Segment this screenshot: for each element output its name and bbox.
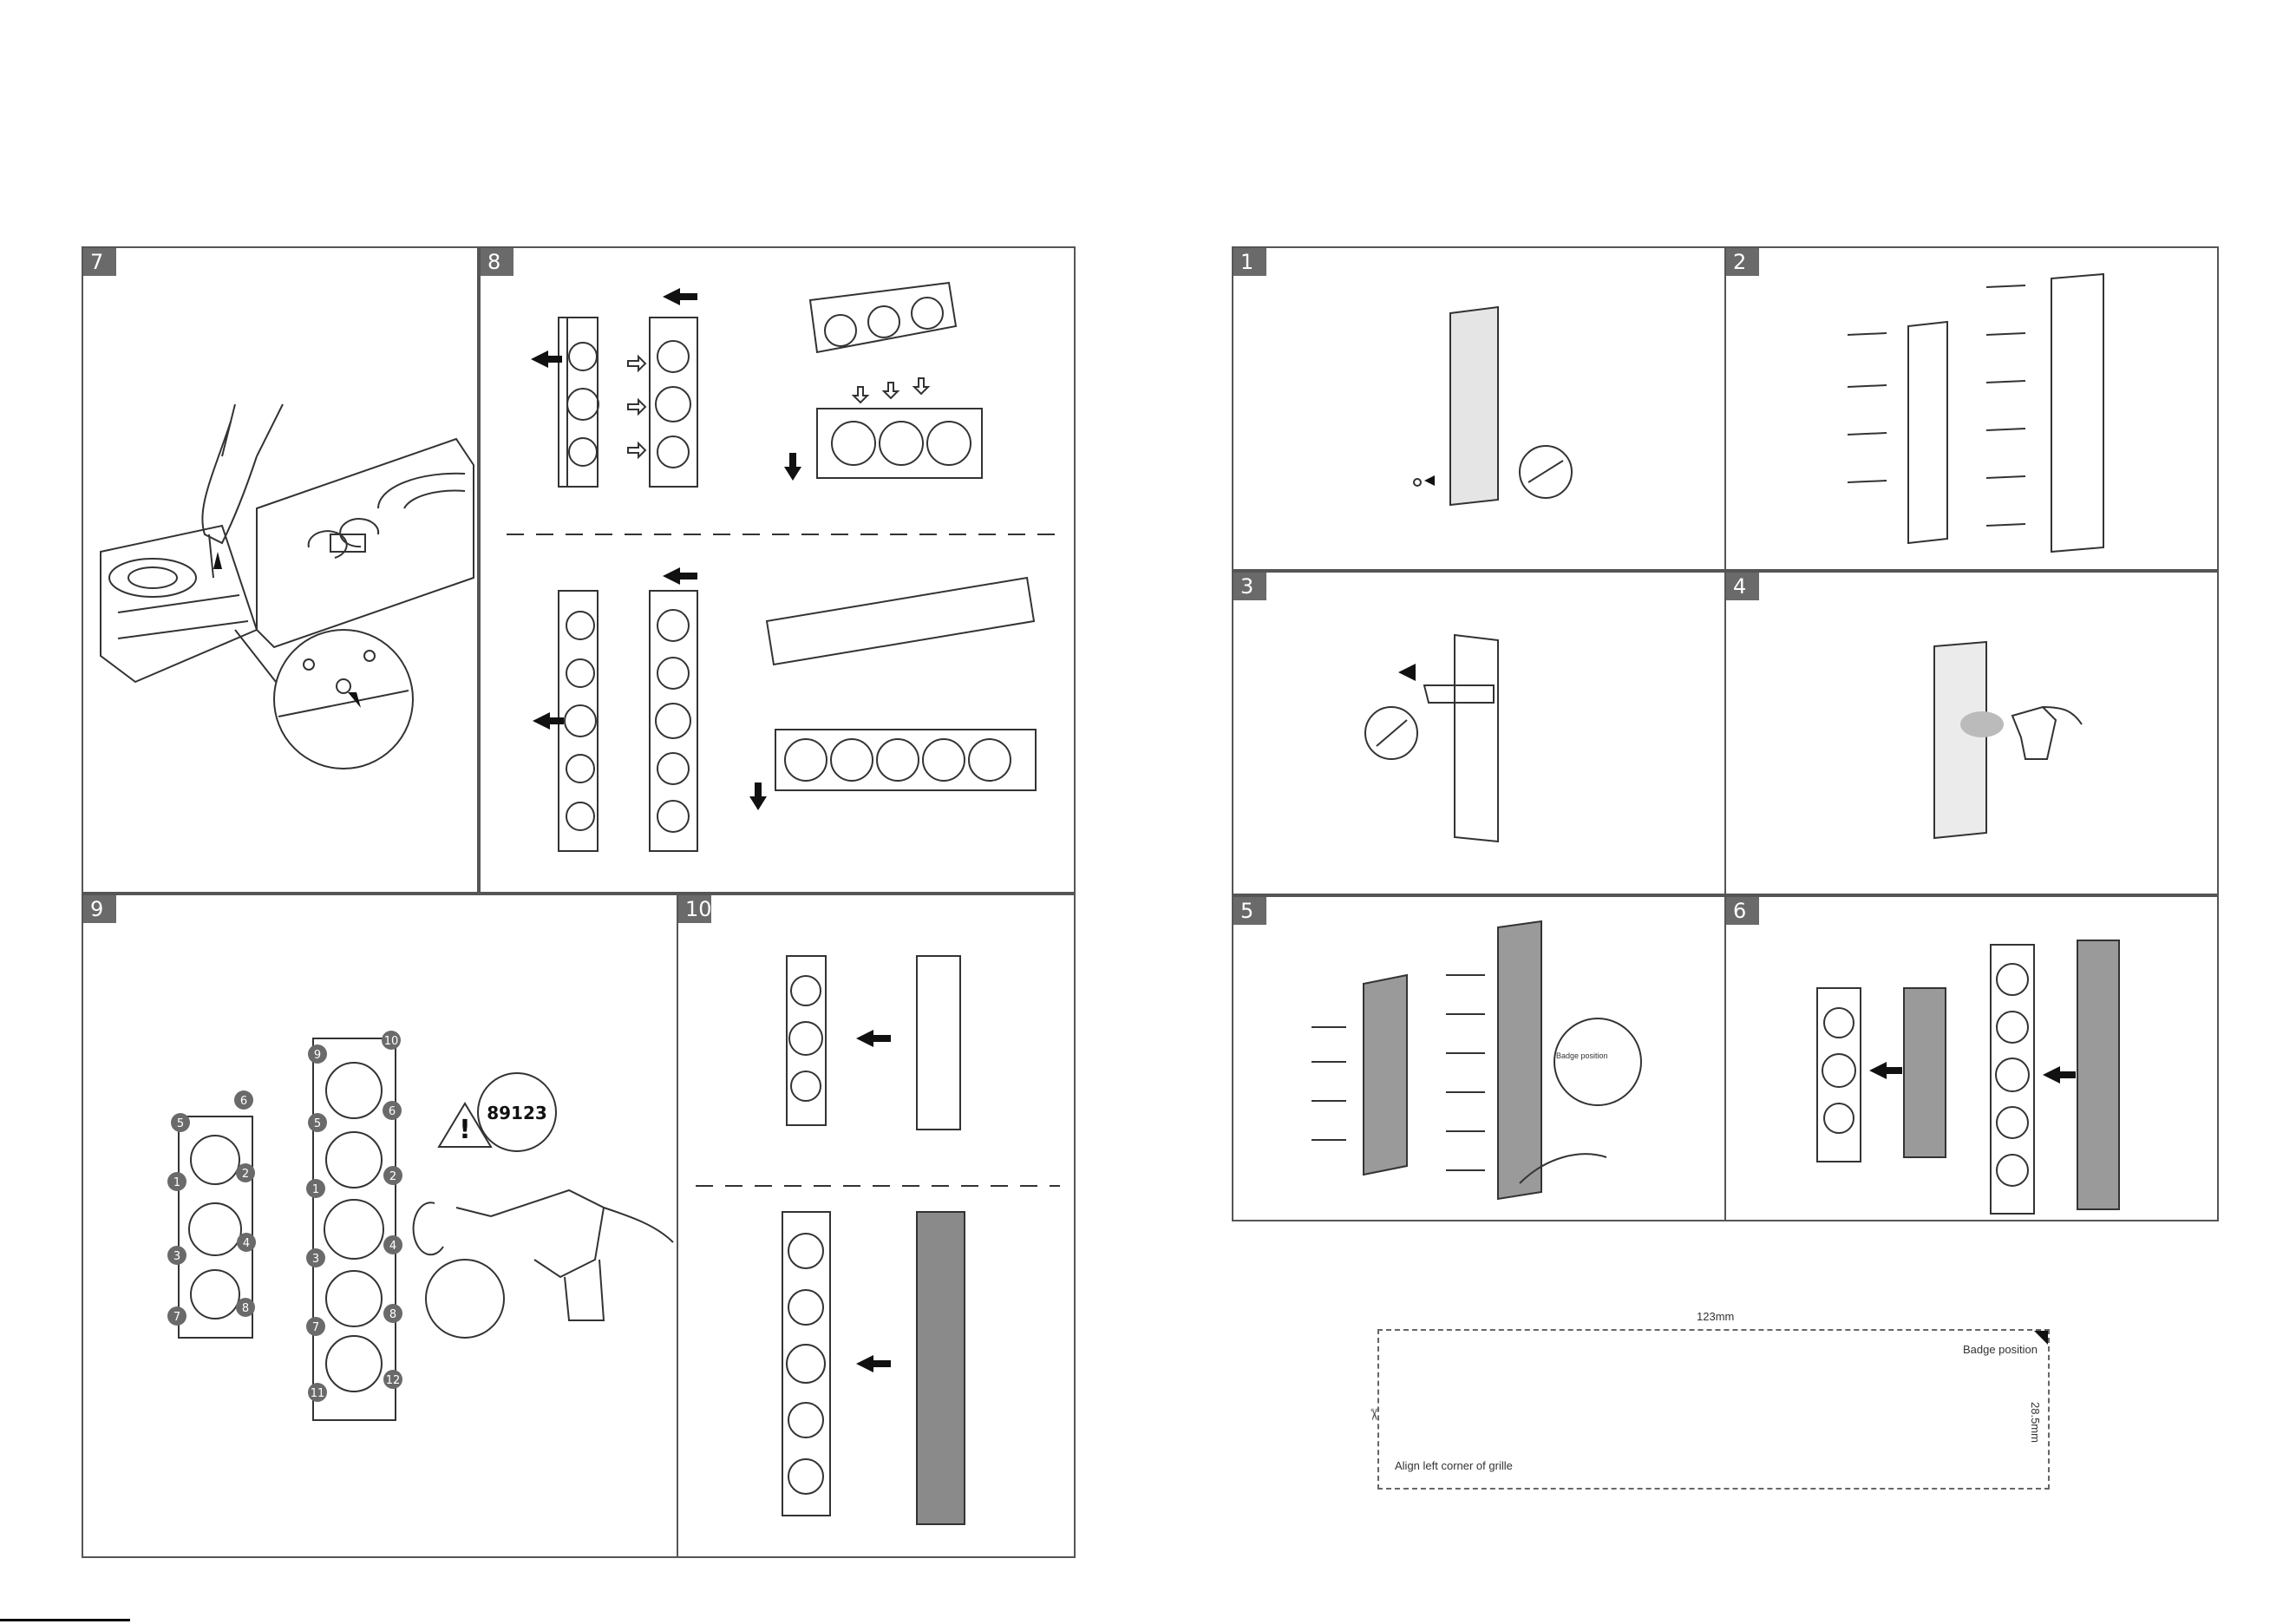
screw-order-label: 3 <box>312 1253 319 1266</box>
screw-order-label: 4 <box>243 1237 250 1250</box>
screw-order-label: 9 <box>314 1049 321 1062</box>
screw-order-label: 1 <box>173 1176 180 1189</box>
screw-order-label: 5 <box>314 1117 321 1130</box>
screw-order-label: 12 <box>386 1374 401 1387</box>
grille-removal-diagram <box>1233 248 1728 573</box>
screw-tightening-order-diagram: 5 6 1 2 3 4 7 8 9 10 5 6 1 2 3 4 7 8 11 … <box>83 895 680 1560</box>
step-2-panel: 2 <box>1724 246 2219 571</box>
screw-order-label: 7 <box>312 1321 319 1334</box>
step-5-panel: 5 Badge position <box>1232 895 1726 1221</box>
screw-order-label: 5 <box>177 1117 184 1130</box>
screw-order-label: 11 <box>311 1387 325 1400</box>
screw-order-label: 4 <box>389 1240 396 1253</box>
step-3-panel: 3 <box>1232 571 1726 895</box>
screw-order-label: 7 <box>173 1311 180 1324</box>
screw-order-label: 8 <box>242 1302 249 1315</box>
screw-order-label: 6 <box>240 1095 247 1108</box>
step-6-panel: 6 <box>1724 895 2219 1221</box>
badge-template: Badge position Align left corner of gril… <box>1377 1329 2050 1490</box>
step-4-panel: 4 <box>1724 571 2219 895</box>
footer-rule <box>0 1619 130 1621</box>
step-7-panel: 7 <box>82 246 479 894</box>
width-dimension-label: 123mm <box>1697 1310 1734 1323</box>
grille-fitting-diagram <box>678 895 1077 1560</box>
film-peel-diagram <box>1233 573 1728 897</box>
speaker-orientation-diagram <box>481 248 1077 895</box>
badge-position-callout: Badge position <box>1556 1051 1608 1060</box>
screw-order-label: 1 <box>312 1183 319 1196</box>
screw-order-label: 2 <box>242 1168 249 1181</box>
align-instruction-label: Align left corner of grille <box>1395 1459 1513 1472</box>
final-assembly-diagram <box>1726 897 2221 1223</box>
grille-panel <box>917 1212 965 1524</box>
screw-order-label: 6 <box>389 1105 396 1118</box>
torque-dial-text: 89123 <box>487 1103 547 1123</box>
screw-order-label: 3 <box>173 1250 180 1263</box>
height-dimension-label: 28.5mm <box>2029 1402 2042 1443</box>
scissors-icon: ✂ <box>1364 1408 1383 1421</box>
screw-order-label: 10 <box>384 1035 399 1048</box>
screwdriver-illustration <box>83 248 481 895</box>
clip-removal-diagram <box>1726 248 2221 573</box>
screw-order-label: 8 <box>389 1308 396 1321</box>
step-1-panel: 1 <box>1232 246 1726 571</box>
warning-icon: ! <box>459 1115 471 1145</box>
step-9-panel: 9 <box>82 894 678 1558</box>
badge-position-label: Badge position <box>1963 1343 2038 1356</box>
screw-order-label: 2 <box>389 1170 396 1183</box>
paint-spray-diagram <box>1726 573 2221 897</box>
step-10-panel: 10 <box>677 894 1076 1558</box>
grille-reattach-diagram <box>1233 897 1728 1223</box>
step-8-panel: 8 <box>479 246 1076 894</box>
